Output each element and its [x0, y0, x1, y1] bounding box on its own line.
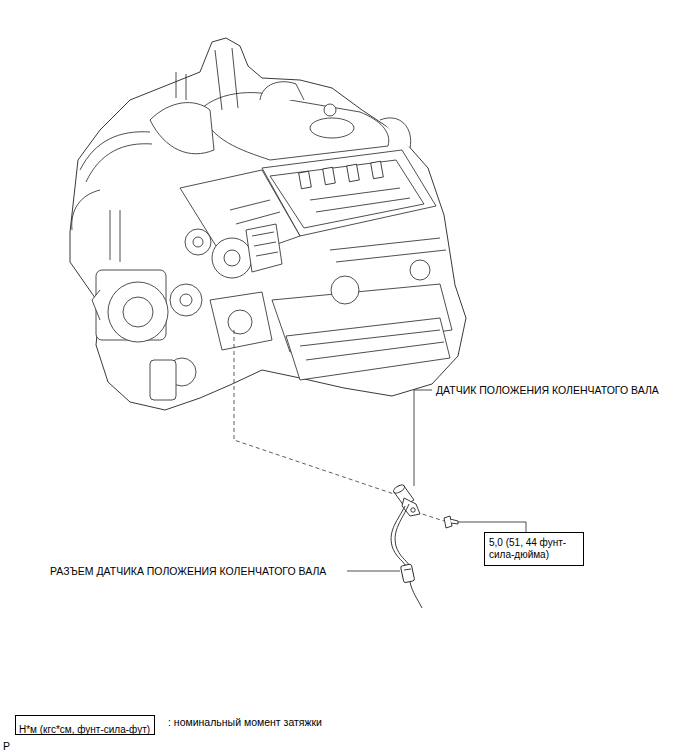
- valve-cover: [310, 188, 410, 212]
- dashed-line: [234, 330, 444, 521]
- front-pulleys: [92, 290, 100, 320]
- front-pulleys: [170, 284, 202, 316]
- hoses: [176, 72, 186, 100]
- valve-cover: [371, 161, 384, 178]
- hoses: [80, 132, 150, 170]
- valve-cover: [347, 164, 360, 181]
- valve-cover: [323, 167, 336, 184]
- valve-cover: [230, 200, 280, 224]
- dashed-line: [234, 330, 394, 494]
- legend-box-text: Н*м (кгс*см, фунт-сила-фут): [19, 724, 150, 736]
- engine-block: [286, 318, 450, 380]
- front-pulleys: [150, 360, 176, 400]
- hoses: [72, 72, 186, 262]
- sensor-wire: [395, 504, 410, 566]
- crankshaft-position-sensor: [411, 508, 415, 512]
- sensor-connector: [400, 564, 414, 583]
- crankshaft-position-sensor: [392, 483, 405, 494]
- leader-line: [347, 571, 400, 572]
- engine-block: [210, 238, 452, 380]
- hoses: [72, 190, 100, 230]
- front-pulleys: [246, 224, 282, 272]
- intake-manifold: [215, 48, 238, 110]
- sensor-wire: [410, 582, 422, 608]
- page-mark: P: [3, 740, 10, 753]
- bolt: [444, 516, 458, 528]
- torque-spec-box: 5,0 (51, 44 фунт-сила-дюйма): [484, 532, 584, 566]
- sensor-connector: [400, 564, 414, 583]
- intake-manifold: [380, 118, 411, 148]
- intake-manifold: [310, 118, 354, 138]
- valve-cover: [270, 160, 424, 228]
- engine-block: [210, 292, 272, 350]
- front-pulleys: [180, 294, 192, 306]
- engine-outline: [70, 38, 466, 410]
- front-pulleys: [92, 224, 282, 400]
- front-pulleys: [108, 282, 168, 342]
- intake-manifold: [260, 82, 304, 100]
- front-pulleys: [224, 250, 240, 266]
- bolt: [450, 519, 458, 524]
- leader-line: [458, 522, 526, 532]
- valve-cover: [299, 171, 312, 188]
- engine-block: [300, 330, 444, 360]
- engine-block: [228, 310, 252, 334]
- engine-outline: [70, 38, 466, 410]
- legend-note: : номинальный момент затяжки: [168, 716, 322, 729]
- legend-box: Н*м (кгс*см, фунт-сила-фут): [15, 715, 155, 735]
- intake-manifold: [150, 103, 214, 154]
- sensor-connector: [404, 569, 411, 570]
- intake-manifold: [324, 104, 336, 116]
- engine-block: [331, 276, 359, 304]
- hoses: [110, 210, 120, 262]
- front-pulleys: [212, 238, 252, 278]
- part-name: ДАТЧИК ПОЛОЖЕНИЯ КОЛЕНЧАТОГО ВАЛА: [436, 384, 659, 397]
- front-pulleys: [252, 232, 278, 256]
- engine-block: [330, 238, 446, 262]
- front-pulleys: [123, 297, 153, 327]
- intake-manifold: [200, 93, 389, 160]
- hoses: [86, 144, 152, 182]
- intake-manifold: [150, 48, 411, 160]
- crankshaft-position-sensor: [392, 483, 420, 516]
- part-name: РАЗЪЕМ ДАТЧИКА ПОЛОЖЕНИЯ КОЛЕНЧАТОГО ВАЛ…: [50, 565, 326, 578]
- front-pulleys: [193, 237, 203, 247]
- torque-spec-box-text: 5,0 (51, 44 фунт-сила-дюйма): [489, 537, 579, 561]
- leader-line: [414, 390, 432, 486]
- front-pulleys: [185, 229, 211, 255]
- sensor-wire: [391, 504, 422, 608]
- engine-block: [410, 260, 430, 280]
